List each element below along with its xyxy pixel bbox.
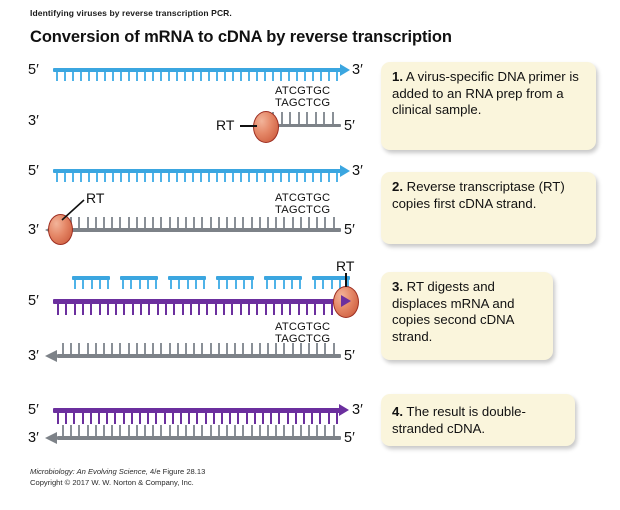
step-box-3: 3. RT digests and displaces mRNA and cop… [381,272,553,360]
mrna-backbone [53,68,341,72]
step-3-number: 3. [392,279,403,294]
step-3-text: RT digests and displaces mRNA and copies… [392,279,515,344]
step-4-text: The result is double-stranded cDNA. [392,404,526,436]
panel1-top-left-label: 5′ [28,62,39,78]
mrna-backbone [53,169,341,173]
cdna-arrowhead-left-icon [45,432,57,444]
step-box-2: 2. Reverse transcriptase (RT) copies fir… [381,172,596,244]
panel3-sequence-bottom: TAGCTCG [275,333,331,345]
rt-label: RT [86,190,105,206]
cdna-arrowhead-left-icon [45,350,57,362]
figure-caption: Identifying viruses by reverse transcrip… [30,8,232,18]
first-cdna-backbone [57,436,341,440]
rt-label: RT [216,117,235,133]
page-title: Conversion of mRNA to cDNA by reverse tr… [30,28,452,46]
cdna-arrowhead-right-icon [339,404,349,416]
panel1-sequence-bottom: TAGCTCG [275,97,331,109]
step-box-1: 1. A virus-specific DNA primer is added … [381,62,596,150]
step-4-number: 4. [392,404,403,419]
panel1-bottom-left-label: 3′ [28,113,39,129]
panel1-bottom-right-label: 5′ [344,118,355,134]
second-cdna-backbone [53,408,341,413]
rt-leader-line [61,199,85,221]
first-cdna-backbone [57,354,341,358]
panel1-sequence-top: ATCGTGC [275,85,331,97]
rt-leader-line [345,273,347,287]
panel1-top-right-label: 3′ [352,62,363,78]
rt-enzyme-oval [253,111,279,143]
panel2-top-left-label: 5′ [28,163,39,179]
panel2-top-right-label: 3′ [352,163,363,179]
panel3-bottom-right-label: 5′ [344,348,355,364]
credit-copyright: Copyright © 2017 W. W. Norton & Company,… [30,478,194,487]
panel3-middle-left-label: 5′ [28,293,39,309]
rt-leader-line [240,125,257,127]
rt-enzyme-oval [333,286,359,318]
panel4-top-right-label: 3′ [352,402,363,418]
mrna-arrowhead-right-icon [340,64,350,76]
credit-figure-number: 4/e Figure 28.13 [147,467,206,476]
panel2-sequence-top: ATCGTGC [275,192,331,204]
panel4-bottom-right-label: 5′ [344,430,355,446]
second-cdna-backbone [53,299,346,304]
panel2-sequence-bottom: TAGCTCG [275,204,331,216]
step-2-text: Reverse transcriptase (RT) copies first … [392,179,565,211]
credit-source-title: Microbiology: An Evolving Science, [30,467,148,476]
step-1-text: A virus-specific DNA primer is added to … [392,69,579,118]
mrna-arrowhead-right-icon [340,165,350,177]
first-cdna-backbone [57,228,341,232]
panel4-bottom-left-label: 3′ [28,430,39,446]
panel3-bottom-left-label: 3′ [28,348,39,364]
step-1-number: 1. [392,69,403,84]
panel2-bottom-right-label: 5′ [344,222,355,238]
figure-credit: Microbiology: An Evolving Science, 4/e F… [30,466,205,488]
panel2-bottom-left-label: 3′ [28,222,39,238]
rt-enzyme-oval [48,214,73,245]
rt-label: RT [336,258,355,274]
panel4-top-left-label: 5′ [28,402,39,418]
dna-primer-backbone [266,124,341,127]
rt-direction-arrow-icon [341,295,351,307]
step-2-number: 2. [392,179,403,194]
step-box-4: 4. The result is double-stranded cDNA. [381,394,575,446]
panel3-sequence-top: ATCGTGC [275,321,331,333]
